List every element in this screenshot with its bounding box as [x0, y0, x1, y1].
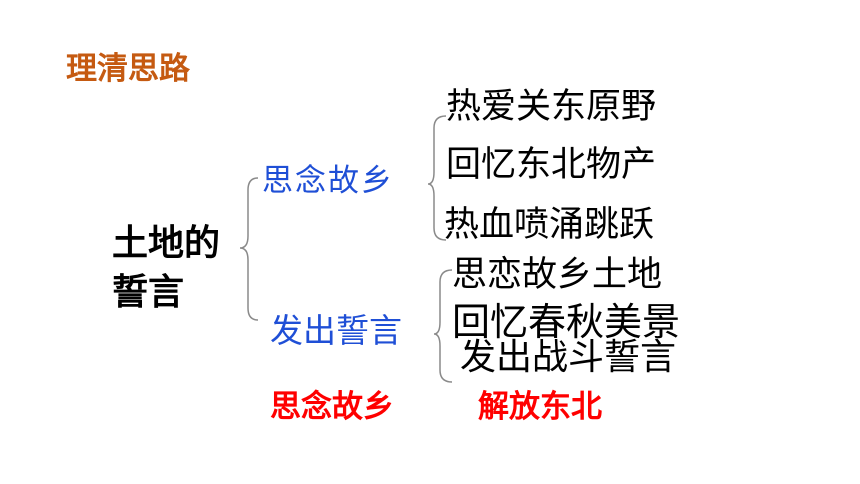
branch1-bracket: [427, 115, 447, 241]
root-bracket: [239, 177, 259, 321]
branch2-bracket: [433, 269, 453, 383]
summary-part-2: 解放东北: [478, 389, 602, 425]
branch-label-2: 发出誓言: [270, 311, 402, 350]
root-line-2: 誓言: [112, 271, 185, 313]
leaf-1-1: 热爱关东原野: [446, 87, 657, 127]
leaf-1-3: 热血喷涌跳跃: [444, 205, 655, 245]
branch-label-1: 思念故乡: [262, 163, 394, 199]
leaf-2-1: 思恋故乡土地: [452, 255, 663, 295]
leaf-1-2: 回忆东北物产: [446, 145, 657, 185]
summary-part-1: 思念故乡: [270, 389, 394, 425]
section-heading: 理清思路: [66, 51, 190, 87]
root-node: 土地的 誓言: [112, 220, 220, 317]
leaf-2-2: 回忆春秋美景: [452, 300, 681, 344]
root-line-1: 土地的: [112, 223, 221, 264]
leaf-2-3: 发出战斗誓言: [460, 337, 677, 378]
